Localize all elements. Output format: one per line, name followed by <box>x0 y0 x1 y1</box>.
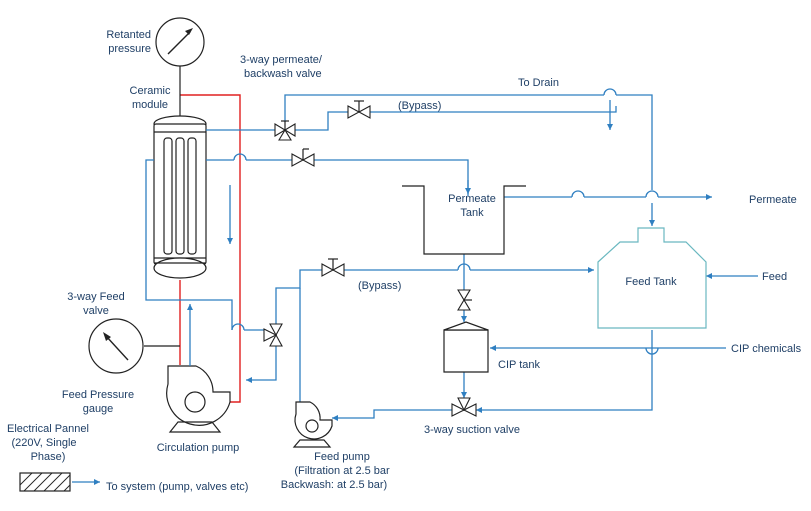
label-permeate-out: Permeate <box>749 194 797 206</box>
label-feed-tank: Feed Tank <box>625 276 677 288</box>
permeate-line-valve[interactable] <box>291 148 315 167</box>
label-feed-pump-line2: (Filtration at 2.5 bar <box>294 465 390 477</box>
label-permeate-tank-line1: Permeate <box>448 193 496 205</box>
ceramic-module <box>153 115 207 279</box>
label-ceramic-module-line1: Ceramic <box>130 85 171 97</box>
cip-inlet-valve[interactable] <box>457 289 472 311</box>
label-permeate-valve-line2: backwash valve <box>244 68 322 80</box>
label-ceramic-module-line2: module <box>132 99 168 111</box>
label-to-drain: To Drain <box>518 77 559 89</box>
label-feed: Feed <box>762 271 787 283</box>
label-cip-tank: CIP tank <box>498 359 540 371</box>
label-feed-pressure-gauge-line2: gauge <box>83 403 114 415</box>
label-bypass-mid: (Bypass) <box>358 280 401 292</box>
label-retanted-pressure-line2: pressure <box>108 43 151 55</box>
label-electrical-panel-line2: (220V, Single <box>11 437 76 449</box>
label-suction-valve: 3-way suction valve <box>424 424 520 436</box>
label-feed-pump-line3: Backwash: at 2.5 bar) <box>281 479 387 491</box>
label-feed-pump-line1: Feed pump <box>314 451 370 463</box>
labels: Retanted pressure 3-way permeate/ backwa… <box>7 29 802 493</box>
label-retanted-pressure-line1: Retanted <box>106 29 151 41</box>
feed-pressure-gauge <box>88 318 180 374</box>
feed-pump <box>292 401 333 448</box>
three-way-feed-valve[interactable] <box>263 323 283 347</box>
retanted-pressure-gauge <box>155 17 205 118</box>
label-feed-pressure-gauge-line1: Feed Pressure <box>62 389 134 401</box>
label-feed-valve-line2: valve <box>83 305 109 317</box>
label-circulation-pump: Circulation pump <box>157 442 240 454</box>
three-way-suction-valve[interactable] <box>451 397 477 417</box>
label-permeate-tank-line2: Tank <box>460 207 484 219</box>
label-permeate-valve-line1: 3-way permeate/ <box>240 54 323 66</box>
electrical-panel <box>19 472 100 492</box>
label-cip-chemicals: CIP chemicals <box>731 343 802 355</box>
feed-tank <box>597 227 707 329</box>
cip-tank <box>443 321 489 373</box>
label-bypass-top: (Bypass) <box>398 100 441 112</box>
permeate-tank <box>402 185 526 255</box>
label-electrical-panel-line1: Electrical Pannel <box>7 423 89 435</box>
label-feed-valve-line1: 3-way Feed <box>67 291 124 303</box>
top-bypass-valve[interactable] <box>347 100 371 119</box>
label-electrical-panel-line3: Phase) <box>31 451 66 463</box>
three-way-permeate-valve[interactable] <box>274 120 296 141</box>
blue-pipes <box>145 88 758 421</box>
label-to-system: To system (pump, valves etc) <box>106 481 248 493</box>
circulation-pump <box>166 365 231 433</box>
mid-bypass-valve[interactable] <box>321 258 345 277</box>
